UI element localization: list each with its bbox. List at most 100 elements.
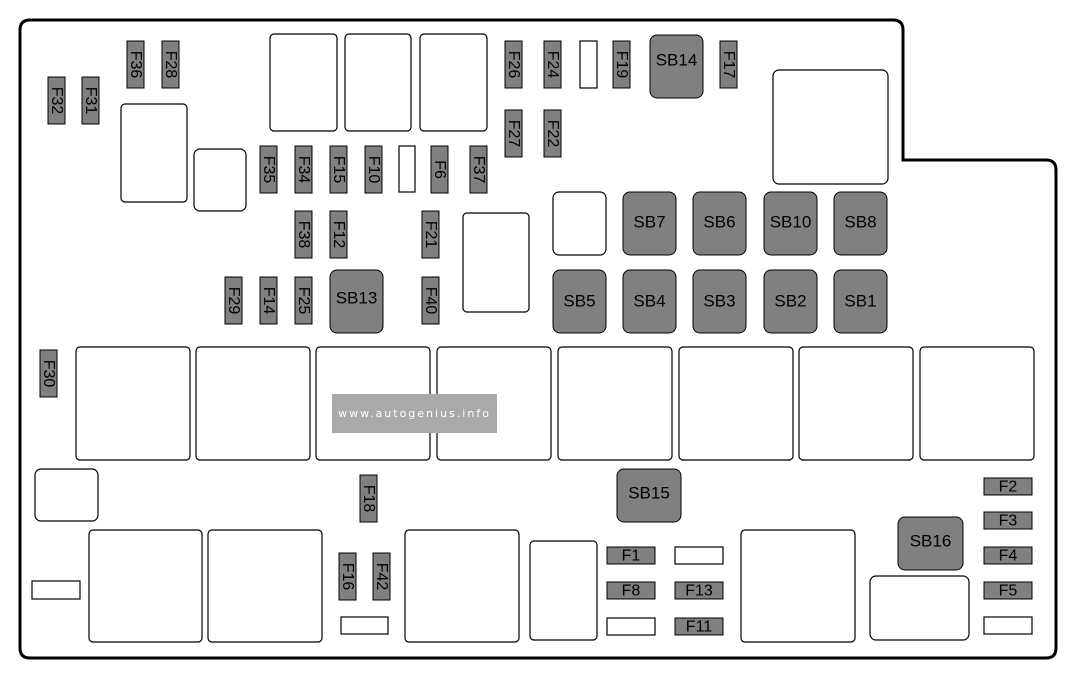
fuse-F18: F18	[359, 474, 378, 523]
svg-text:F5: F5	[999, 583, 1018, 600]
relay-slot	[404, 529, 520, 643]
svg-text:F10: F10	[365, 156, 382, 184]
svg-text:F1: F1	[622, 548, 641, 565]
fuse-F27: F27	[504, 109, 523, 158]
fuse-SB13: SB13	[329, 269, 384, 334]
fuse-SB7: SB7	[622, 191, 677, 256]
fuse-F13: F13	[674, 581, 724, 600]
svg-text:F8: F8	[622, 583, 641, 600]
svg-text:F2: F2	[999, 479, 1018, 496]
fuse-F32: F32	[47, 76, 66, 125]
svg-text:F34: F34	[295, 156, 312, 184]
svg-text:SB16: SB16	[910, 532, 952, 551]
fuse-F22: F22	[543, 109, 562, 158]
svg-text:F19: F19	[613, 51, 630, 79]
fuse-F12: F12	[329, 210, 348, 259]
svg-text:SB7: SB7	[633, 213, 665, 232]
fuse-F30: F30	[39, 349, 58, 398]
fuse-SB4: SB4	[622, 269, 677, 334]
relay-slot	[344, 33, 412, 132]
fuse-F21: F21	[421, 210, 440, 259]
relay-slot	[529, 540, 598, 641]
svg-text:F12: F12	[330, 221, 347, 249]
svg-text:F6: F6	[431, 160, 448, 179]
fuse-F42: F42	[372, 552, 391, 601]
fuse-F25: F25	[294, 276, 313, 325]
fuse-F14: F14	[259, 276, 278, 325]
spare-slot	[983, 616, 1033, 635]
svg-text:F18: F18	[360, 485, 377, 513]
fuse-F26: F26	[504, 40, 523, 89]
relay-slot	[88, 529, 203, 643]
relay-slot	[552, 191, 607, 256]
fuse-F38: F38	[294, 210, 313, 259]
fuse-F31: F31	[81, 76, 100, 125]
svg-text:SB4: SB4	[633, 292, 665, 311]
spare-slot	[606, 617, 656, 636]
relay-slot	[462, 212, 530, 313]
svg-text:SB14: SB14	[656, 51, 698, 70]
fuse-F35: F35	[259, 145, 278, 194]
fuse-F40: F40	[421, 276, 440, 325]
svg-text:F30: F30	[40, 360, 57, 388]
relay-slot	[740, 529, 856, 643]
fuse-F29: F29	[224, 276, 243, 325]
fuse-F6: F6	[430, 145, 449, 194]
svg-text:F11: F11	[686, 619, 712, 636]
relay-slot	[269, 33, 338, 132]
fuse-SB2: SB2	[763, 269, 818, 334]
relay-slot	[120, 103, 188, 203]
fuse-SB14: SB14	[649, 34, 704, 99]
svg-text:F35: F35	[260, 156, 277, 184]
svg-text:F17: F17	[720, 51, 737, 79]
svg-text:F13: F13	[685, 583, 713, 600]
fuse-SB8: SB8	[833, 191, 888, 256]
large-relay-slot	[75, 346, 191, 461]
fuse-F4: F4	[983, 546, 1033, 565]
large-relay-slot	[678, 346, 794, 461]
fuse-F19: F19	[612, 40, 631, 89]
svg-text:F27: F27	[505, 120, 522, 148]
fuse-F2: F2	[983, 477, 1033, 496]
relay-slot	[869, 575, 970, 641]
fuse-F3: F3	[983, 511, 1033, 530]
fuse-SB15: SB15	[616, 468, 682, 523]
fuse-SB16: SB16	[897, 516, 964, 571]
svg-text:F31: F31	[82, 87, 99, 115]
svg-text:F25: F25	[295, 287, 312, 315]
svg-text:SB15: SB15	[628, 484, 670, 503]
large-relay-slot	[195, 346, 311, 461]
fuse-F15: F15	[329, 145, 348, 194]
svg-text:F21: F21	[422, 221, 439, 249]
watermark-text: www.autogenius.info	[338, 407, 491, 420]
fuse-F16: F16	[338, 552, 357, 601]
fuse-F17: F17	[719, 40, 738, 89]
svg-text:F16: F16	[339, 563, 356, 591]
relay-slot	[34, 468, 99, 522]
svg-text:F42: F42	[373, 563, 390, 591]
svg-text:F28: F28	[162, 51, 179, 79]
fuse-SB10: SB10	[763, 191, 818, 256]
svg-text:F24: F24	[544, 51, 561, 79]
fuse-F10: F10	[364, 145, 383, 194]
fuse-SB3: SB3	[692, 269, 747, 334]
fuse-F37: F37	[469, 145, 488, 194]
svg-text:SB10: SB10	[770, 213, 812, 232]
svg-text:SB6: SB6	[703, 213, 735, 232]
relay-slot	[207, 529, 323, 643]
spare-slot	[340, 616, 389, 635]
svg-text:F37: F37	[470, 156, 487, 184]
spare-slot	[31, 580, 81, 600]
svg-text:SB3: SB3	[703, 292, 735, 311]
large-relay-slot	[798, 346, 914, 461]
fuse-F36: F36	[126, 40, 145, 89]
large-relay-slot	[919, 346, 1035, 461]
svg-text:SB1: SB1	[844, 292, 876, 311]
relay-slot	[419, 33, 488, 132]
svg-text:F22: F22	[544, 120, 561, 148]
fuse-SB6: SB6	[692, 191, 747, 256]
fuse-F1: F1	[606, 546, 656, 565]
fuse-F24: F24	[543, 40, 562, 89]
watermark: www.autogenius.info	[332, 394, 497, 433]
